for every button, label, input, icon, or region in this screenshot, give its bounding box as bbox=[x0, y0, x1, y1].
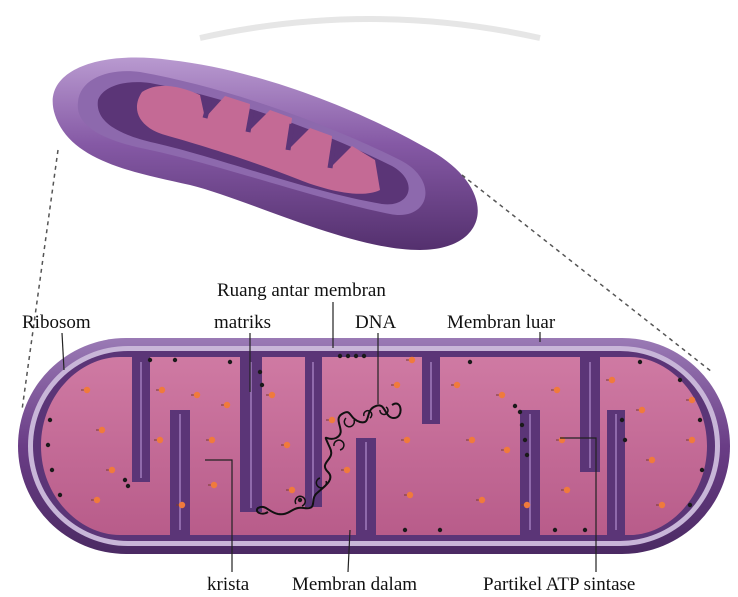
ribosome-icon bbox=[126, 484, 130, 488]
ribosome-icon bbox=[688, 503, 692, 507]
ribosome-icon bbox=[468, 360, 472, 364]
ribosome-icon bbox=[298, 498, 302, 502]
ribosome-icon bbox=[525, 453, 529, 457]
ribosome-icon bbox=[403, 528, 407, 532]
ribosome-icon bbox=[523, 438, 527, 442]
ribosome-icon bbox=[553, 528, 557, 532]
ribosome-icon bbox=[228, 360, 232, 364]
ribosome-icon bbox=[346, 354, 350, 358]
ribosome-icon bbox=[354, 354, 358, 358]
ribosome-icon bbox=[513, 404, 517, 408]
label-krista: krista bbox=[207, 574, 250, 595]
ribosome-icon bbox=[620, 418, 624, 422]
ribosome-icon bbox=[260, 383, 264, 387]
mitochondrion-cross-section bbox=[18, 338, 730, 554]
label-membran-dalam: Membran dalam bbox=[292, 574, 417, 595]
ribosome-icon bbox=[123, 478, 127, 482]
label-membran-luar: Membran luar bbox=[447, 312, 556, 333]
ribosome-icon bbox=[58, 493, 62, 497]
ribosome-icon bbox=[623, 438, 627, 442]
ribosome-icon bbox=[50, 468, 54, 472]
ribosome-icon bbox=[520, 423, 524, 427]
ribosome-icon bbox=[678, 378, 682, 382]
ribosome-icon bbox=[148, 358, 152, 362]
label-dna: DNA bbox=[355, 312, 396, 333]
ribosome-icon bbox=[338, 354, 342, 358]
mitochondrion-3d-view bbox=[53, 57, 478, 250]
label-ruang-antar-membran: Ruang antar membran bbox=[217, 280, 386, 301]
watermark-arc bbox=[200, 19, 540, 38]
ribosome-icon bbox=[173, 358, 177, 362]
ribosome-icon bbox=[48, 418, 52, 422]
ribosome-icon bbox=[583, 528, 587, 532]
ribosome-icon bbox=[362, 354, 366, 358]
ribosome-icon bbox=[438, 528, 442, 532]
ribosome-icon bbox=[698, 418, 702, 422]
ribosome-icon bbox=[258, 370, 262, 374]
label-partikel-atp-sintase: Partikel ATP sintase bbox=[483, 574, 635, 595]
ribosome-icon bbox=[46, 443, 50, 447]
label-matriks: matriks bbox=[214, 312, 271, 333]
ribosome-icon bbox=[700, 468, 704, 472]
ribosome-icon bbox=[638, 360, 642, 364]
label-ribosom: Ribosom bbox=[22, 312, 91, 333]
ribosome-icon bbox=[518, 410, 522, 414]
